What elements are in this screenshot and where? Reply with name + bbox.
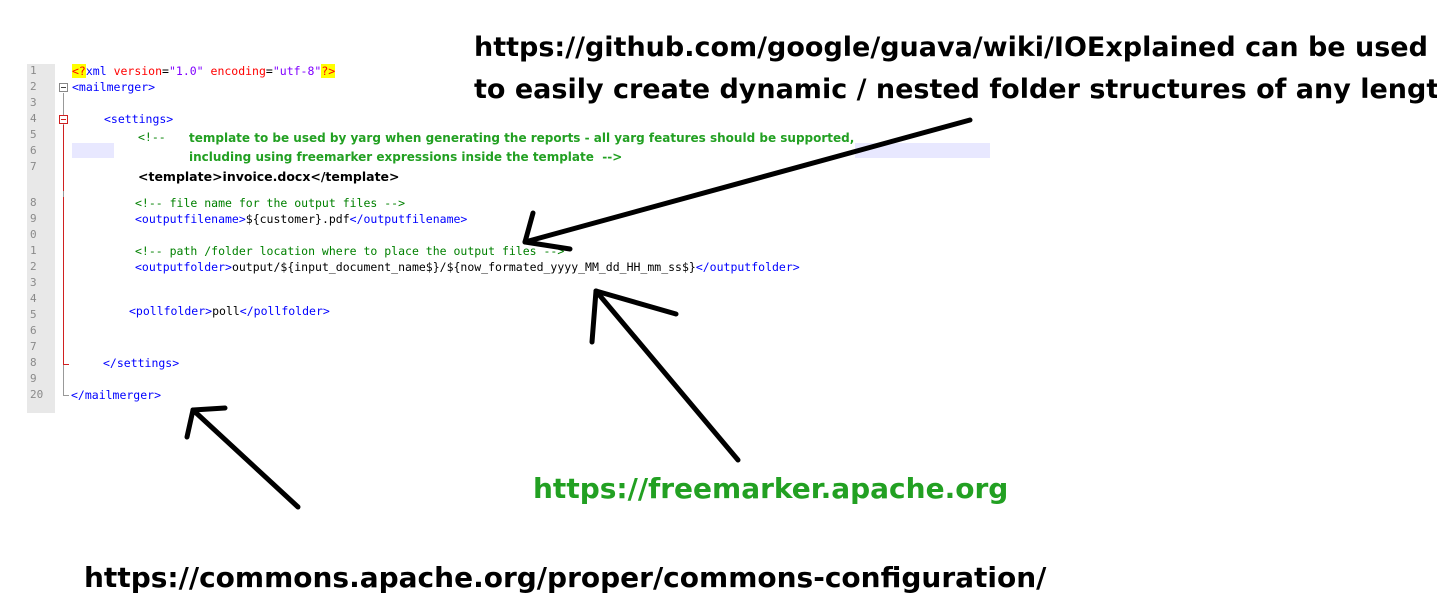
current-line-highlight-right: [855, 143, 990, 158]
comment-text-line2: including using freemarker expressions i…: [189, 150, 623, 164]
arrow-head: [522, 210, 536, 245]
fold-guide-end: [63, 395, 69, 396]
code-line-settings-close: </settings>: [103, 356, 180, 370]
outputfolder-value: output/${input_document_name$}/${now_for…: [231, 260, 696, 274]
code-line-settings-open: <settings>: [104, 112, 174, 126]
fold-toggle-mailmerger[interactable]: [59, 83, 68, 92]
pollfolder-value: poll: [212, 304, 240, 318]
line-number: 20: [30, 388, 44, 401]
line-number: 9: [30, 212, 37, 225]
arrow-to-outputfilename: [522, 117, 973, 245]
line-number: 2: [30, 80, 37, 93]
line-number: 3: [30, 96, 37, 109]
pi-name: xml: [85, 64, 107, 78]
line-number: 0: [30, 228, 37, 241]
fold-guide-settings: [63, 125, 64, 191]
fold-margin: [55, 64, 69, 413]
line-number: 8: [30, 356, 37, 369]
line-number: 5: [30, 308, 37, 321]
pi-close: ?>: [321, 64, 336, 78]
code-line-comment-open: <!--: [138, 130, 166, 144]
code-line-mailmerger-close: </mailmerger>: [71, 388, 162, 402]
value-encoding: "utf-8": [272, 64, 322, 78]
line-number: 7: [30, 160, 37, 173]
arrow-to-mailmerger-close: [190, 407, 301, 510]
code-line-outputfolder: <outputfolder>output/${input_document_na…: [135, 260, 800, 274]
line-number: 4: [30, 112, 37, 125]
line-number: 3: [30, 276, 37, 289]
attr-version: version: [106, 64, 163, 78]
annotation-freemarker: https://freemarker.apache.org: [533, 472, 1009, 505]
arrow-to-outputfolder: [593, 288, 741, 463]
line-number: 4: [30, 292, 37, 305]
line-number: 1: [30, 244, 37, 257]
line-number-gutter: [27, 64, 55, 413]
line-number: 6: [30, 324, 37, 337]
equals: =: [265, 64, 273, 78]
fold-guide-settings-lower: [63, 197, 64, 364]
comment-text-line1: template to be used by yarg when generat…: [189, 131, 855, 145]
code-line-comment-path: <!-- path /folder location where to plac…: [135, 244, 565, 258]
code-line-pollfolder: <pollfolder>poll</pollfolder>: [129, 304, 330, 318]
tag-outputfilename-open: <outputfilename>: [135, 212, 246, 226]
outputfilename-value: ${customer}.pdf: [245, 212, 350, 226]
line-number: 5: [30, 128, 37, 141]
code-line-mailmerger-open: <mailmerger>: [72, 80, 156, 94]
arrow-head: [589, 288, 599, 345]
line-number: 6: [30, 144, 37, 157]
attr-encoding: encoding: [203, 64, 266, 78]
tag-pollfolder-open: <pollfolder>: [129, 304, 213, 318]
arrow-head: [190, 405, 228, 413]
value-version: "1.0": [168, 64, 204, 78]
code-line-comment-filename: <!-- file name for the output files -->: [135, 196, 406, 210]
arrow-head: [522, 239, 573, 252]
line-number: 8: [30, 196, 37, 209]
fold-toggle-settings[interactable]: [59, 115, 68, 124]
line-number: 2: [30, 260, 37, 273]
code-line-template: <template>invoice.docx</template>: [138, 169, 400, 184]
tag-outputfolder-open: <outputfolder>: [135, 260, 232, 274]
tag-pollfolder-close: </pollfolder>: [239, 304, 330, 318]
arrow-head: [593, 288, 679, 317]
pi-open: <?: [72, 64, 86, 78]
annotation-guava-line2: to easily create dynamic / nested folder…: [474, 74, 1437, 105]
annotation-guava-line1: https://github.com/google/guava/wiki/IOE…: [474, 32, 1428, 63]
arrow-head: [184, 407, 196, 440]
line-number: 1: [30, 64, 37, 77]
code-line-outputfilename: <outputfilename>${customer}.pdf</outputf…: [135, 212, 467, 226]
equals: =: [162, 64, 169, 78]
code-line-xml-declaration: <?xml version="1.0" encoding="utf-8"?>: [72, 64, 336, 78]
current-line-highlight: [72, 143, 114, 158]
line-number: 7: [30, 340, 37, 353]
fold-guide-settings-end: [63, 364, 69, 365]
tag-outputfilename-close: </outputfilename>: [349, 212, 468, 226]
tag-outputfolder-close: </outputfolder>: [695, 260, 800, 274]
annotation-commons-configuration: https://commons.apache.org/proper/common…: [84, 561, 1047, 594]
line-number: 9: [30, 372, 37, 385]
